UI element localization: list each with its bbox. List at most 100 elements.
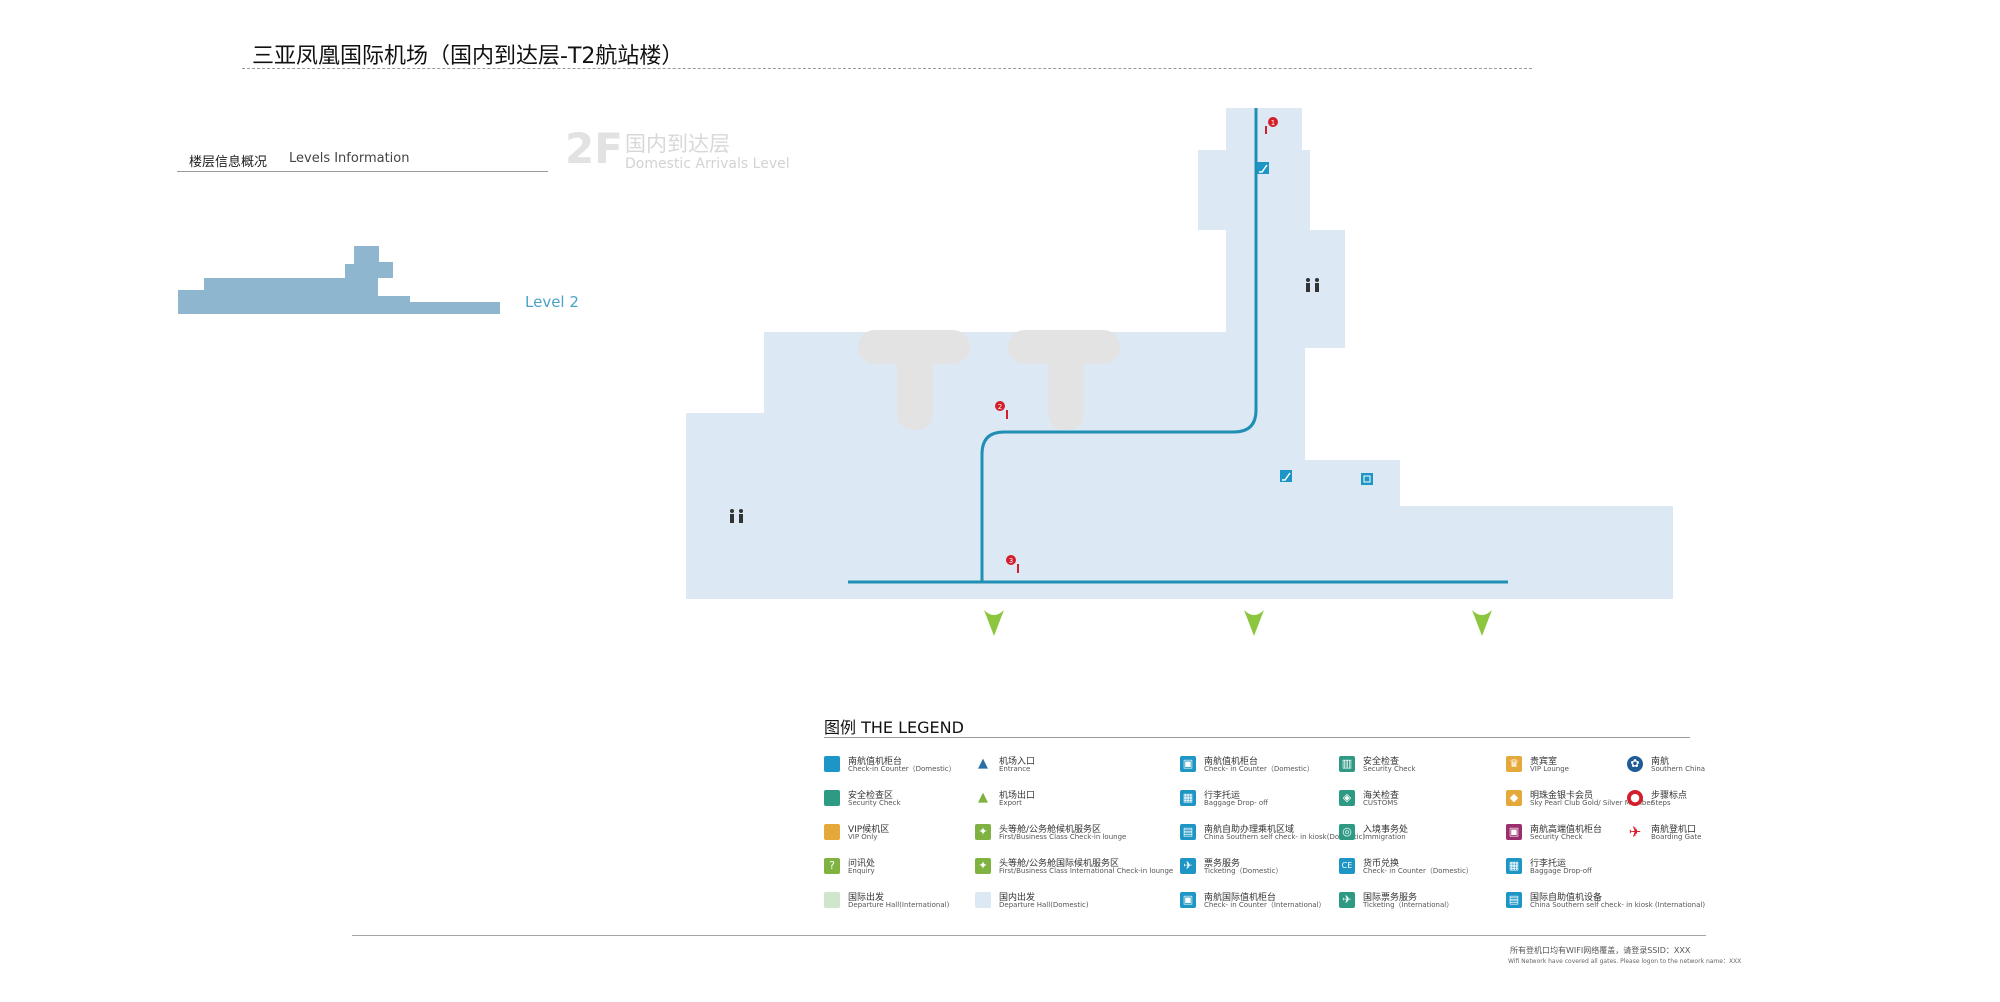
legend-label-cn: 头等舱/公务舱国际候机服务区 (999, 859, 1120, 869)
customs-icon: ◈ (1339, 790, 1355, 806)
step-marker-1[interactable]: 1 (1265, 117, 1278, 134)
restroom-icon[interactable] (1306, 278, 1319, 292)
lounge-icon: ✦ (975, 858, 991, 874)
legend-label-cn: 国际自助值机设备 (1530, 893, 1603, 903)
legend-label-en: Ticketing（Domestic） (1204, 867, 1283, 875)
legend-label-cn: 头等舱/公务舱候机服务区 (999, 825, 1102, 835)
legend-label-en: Security Check (1363, 765, 1416, 773)
exit-arrow-icon: ▲ (978, 790, 988, 805)
legend-label-cn: 机场入口 (999, 757, 1036, 767)
levels-info-label-cn: 楼层信息概况 (189, 155, 268, 170)
legend-label-en: Check- in Counter（International） (1204, 901, 1326, 909)
legend-label-en: Export (999, 799, 1022, 807)
security-icon: ▥ (1339, 756, 1355, 772)
wifi-notice-en: Wifi Network have covered all gates. Ple… (1508, 958, 1742, 965)
floor-name-cn: 国内到达层 (625, 132, 730, 156)
legend-swatch (824, 756, 840, 772)
escalator-icon[interactable] (1257, 162, 1269, 174)
elevator-icon[interactable] (1361, 473, 1373, 485)
legend-label-en: Security Check (848, 799, 901, 807)
footer-divider (352, 935, 1706, 936)
legend-label-en: China Southern self check- in kiosk (Int… (1530, 901, 1706, 909)
svg-text:3: 3 (1009, 557, 1013, 565)
ticket-icon: ✈ (1339, 892, 1355, 908)
legend-label-en: Southern China (1651, 765, 1706, 773)
legend-label-en: Departure Hall(Domestic) (999, 901, 1089, 909)
gate-pier-left (858, 330, 970, 430)
legend-label-en: Check- in Counter（Domestic） (1363, 867, 1473, 875)
premium-icon: ▣ (1506, 824, 1522, 840)
legend-label-cn: 南航自助办理乘机区域 (1204, 825, 1295, 835)
legend-label-en: Steps (1651, 799, 1671, 807)
exit-arrow-icon[interactable] (1472, 610, 1492, 636)
legend-label-cn: 机场出口 (999, 791, 1036, 801)
legend-label-cn: 行李托运 (1530, 859, 1567, 869)
arrival-route (980, 108, 1258, 582)
legend-label-en: Check-in Counter（Domestic） (848, 765, 956, 773)
entrance-arrow-icon: ▲ (978, 756, 988, 771)
legend-label-cn: 国际出发 (848, 893, 885, 903)
legend-label-cn: 步骤标点 (1651, 791, 1688, 801)
legend-label-cn: 明珠金银卡会员 (1530, 791, 1594, 801)
legend-label-en: Immigration (1363, 833, 1406, 841)
legend-label-cn: VIP候机区 (848, 825, 890, 835)
legend-label-en: VIP Only (848, 833, 878, 841)
kiosk-icon: ▤ (1506, 892, 1522, 908)
escalator-icon[interactable] (1280, 470, 1292, 482)
counter-icon: ▣ (1180, 756, 1196, 772)
legend-label-cn: 票务服务 (1204, 859, 1241, 869)
legend-label-en: Departure Hall(International) (848, 901, 950, 909)
legend-label-cn: 南航高端值机柜台 (1530, 825, 1603, 835)
legend-label-cn: 南航国际值机柜台 (1204, 893, 1277, 903)
legend-label-en: Boarding Gate (1651, 833, 1702, 841)
exchange-icon: CE (1339, 858, 1355, 874)
legend-label-cn: 行李托运 (1204, 791, 1241, 801)
legend-label-en: CUSTOMS (1363, 799, 1398, 807)
step-marker-2[interactable]: 2 (995, 401, 1008, 419)
legend-label-cn: 南航登机口 (1651, 825, 1697, 835)
legend-label-en: Enquiry (848, 867, 875, 875)
legend-label-cn: 货币兑换 (1363, 859, 1400, 869)
floor-plan-area (686, 108, 1673, 599)
legend-label-en: First/Business Class International Check… (999, 867, 1174, 875)
legend-swatch (824, 790, 840, 806)
floor-plan-wing (1198, 150, 1226, 230)
legend-label-en: China Southern self check- in kiosk(Dome… (1204, 833, 1366, 841)
step-marker-3[interactable]: 3 (1006, 555, 1019, 573)
ticket-icon: ✈ (1180, 858, 1196, 874)
legend-label-en: Check- in Counter（Domestic） (1204, 765, 1314, 773)
legend-label-en: Security Check (1530, 833, 1583, 841)
legend-title: 图例 THE LEGEND (824, 718, 964, 737)
legend-label-cn: 安全检查 (1363, 757, 1400, 767)
svg-text:2: 2 (998, 403, 1002, 411)
building-profile[interactable] (178, 246, 500, 314)
legend-label-en: First/Business Class Check-in lounge (999, 833, 1127, 841)
vip-icon: ♛ (1506, 756, 1522, 772)
legend-label-cn: 入境事务处 (1363, 825, 1409, 835)
page-title: 三亚凤凰国际机场（国内到达层-T2航站楼） (252, 44, 684, 69)
exit-arrow-icon[interactable] (984, 610, 1004, 636)
question-icon: ? (824, 858, 840, 874)
restroom-icon[interactable] (730, 509, 743, 523)
legend-label-cn: 国内出发 (999, 893, 1036, 903)
legend-divider (824, 737, 1690, 738)
legend-label-cn: 南航值机柜台 (848, 757, 903, 767)
levels-divider (177, 171, 548, 172)
legend-label-cn: 海关检查 (1363, 791, 1400, 801)
lounge-icon: ✦ (975, 824, 991, 840)
wifi-notice-cn: 所有登机口均有WIFI网络覆盖，请登录SSID：XXX (1510, 946, 1691, 955)
plane-icon: ✈ (1628, 823, 1642, 841)
baggage-icon: ▦ (1506, 858, 1522, 874)
svg-text:1: 1 (1271, 119, 1275, 127)
legend-label-en: VIP Lounge (1530, 765, 1569, 773)
legend-label-cn: 贵宾室 (1530, 757, 1558, 767)
floor-name-en: Domestic Arrivals Level (625, 156, 790, 172)
step-icon: ● (1627, 790, 1643, 806)
legend-label-en: Baggage Drop-off (1530, 867, 1592, 875)
exit-arrow-icon[interactable] (1244, 610, 1264, 636)
baggage-icon: ▦ (1180, 790, 1196, 806)
level-2-label[interactable]: Level 2 (525, 293, 579, 311)
immigration-icon: ◎ (1339, 824, 1355, 840)
floor-code: 2F (565, 124, 623, 173)
